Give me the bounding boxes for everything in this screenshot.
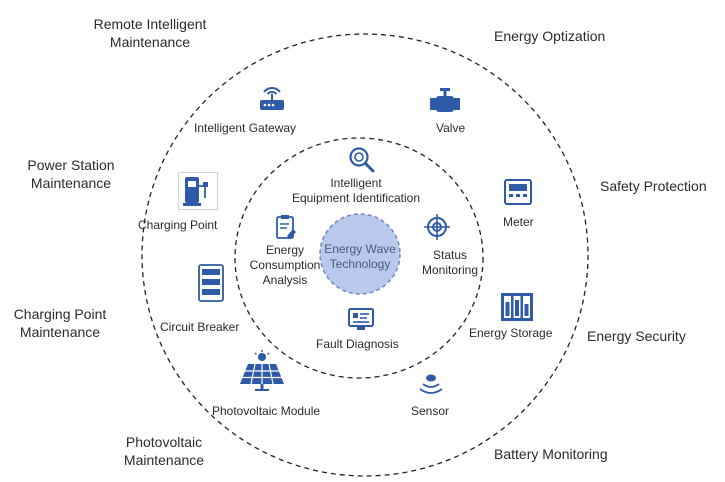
label-line: Maintenance bbox=[123, 451, 205, 468]
monitor-diagnosis-icon bbox=[348, 308, 374, 330]
label-battery-monitoring: Battery Monitoring bbox=[494, 446, 608, 462]
label-line: Intelligent bbox=[330, 176, 382, 190]
label-line: Monitoring bbox=[421, 263, 479, 277]
label-line: Status bbox=[432, 248, 468, 262]
device-valve: Valve bbox=[436, 121, 466, 135]
function-status-monitoring: Status Monitoring bbox=[416, 248, 484, 278]
function-energy-consumption-analysis: Energy Consumption Analysis bbox=[246, 243, 324, 288]
label-line: Consumption bbox=[249, 258, 321, 272]
center-line-1: Energy Wave bbox=[324, 242, 396, 256]
battery-storage-icon bbox=[501, 293, 533, 321]
valve-icon bbox=[430, 88, 460, 112]
device-circuit-breaker: Circuit Breaker bbox=[160, 320, 240, 334]
charging-station-icon bbox=[178, 172, 218, 210]
device-charging-point: Charging Point bbox=[138, 218, 218, 232]
label-line: Remote Intelligent bbox=[93, 16, 207, 32]
meter-icon bbox=[504, 179, 532, 205]
sensor-icon bbox=[419, 374, 443, 394]
label-remote-intelligent-maintenance: Remote Intelligent Maintenance bbox=[84, 16, 216, 51]
device-meter: Meter bbox=[503, 215, 534, 229]
device-energy-storage: Energy Storage bbox=[469, 326, 553, 340]
inner-ring bbox=[234, 137, 484, 379]
label-line: Photovoltaic bbox=[125, 434, 203, 450]
label-line: Maintenance bbox=[109, 33, 191, 50]
function-fault-diagnosis: Fault Diagnosis bbox=[316, 337, 399, 351]
circuit-breaker-icon bbox=[198, 264, 224, 302]
device-photovoltaic-module: Photovoltaic Module bbox=[212, 404, 321, 418]
clipboard-analysis-icon bbox=[276, 215, 296, 239]
label-line: Charging Point bbox=[13, 306, 107, 322]
magnifier-icon bbox=[349, 147, 375, 173]
target-icon bbox=[424, 214, 450, 240]
function-equipment-identification: Intelligent Equipment Identification bbox=[286, 176, 426, 206]
device-sensor: Sensor bbox=[411, 404, 450, 418]
label-line: Maintenance bbox=[30, 174, 112, 191]
solar-panel-icon bbox=[240, 350, 284, 391]
label-safety-protection: Safety Protection bbox=[600, 178, 707, 194]
label-line: Power Station bbox=[27, 157, 115, 173]
center-label: Energy Wave Technology bbox=[322, 242, 398, 272]
label-energy-optimization: Energy Optization bbox=[494, 28, 606, 44]
center-line-2: Technology bbox=[329, 257, 391, 271]
router-icon bbox=[260, 87, 284, 110]
label-line: Maintenance bbox=[19, 323, 101, 340]
device-intelligent-gateway: Intelligent Gateway bbox=[194, 121, 297, 135]
center-circle bbox=[319, 213, 401, 295]
label-power-station-maintenance: Power Station Maintenance bbox=[20, 157, 122, 192]
label-energy-security: Energy Security bbox=[587, 328, 686, 344]
label-line: Equipment Identification bbox=[291, 191, 421, 205]
label-line: Energy bbox=[265, 243, 305, 257]
label-charging-point-maintenance: Charging Point Maintenance bbox=[4, 306, 116, 341]
label-line: Analysis bbox=[262, 273, 308, 287]
label-photovoltaic-maintenance: Photovoltaic Maintenance bbox=[116, 434, 212, 469]
outer-ring bbox=[141, 33, 589, 477]
